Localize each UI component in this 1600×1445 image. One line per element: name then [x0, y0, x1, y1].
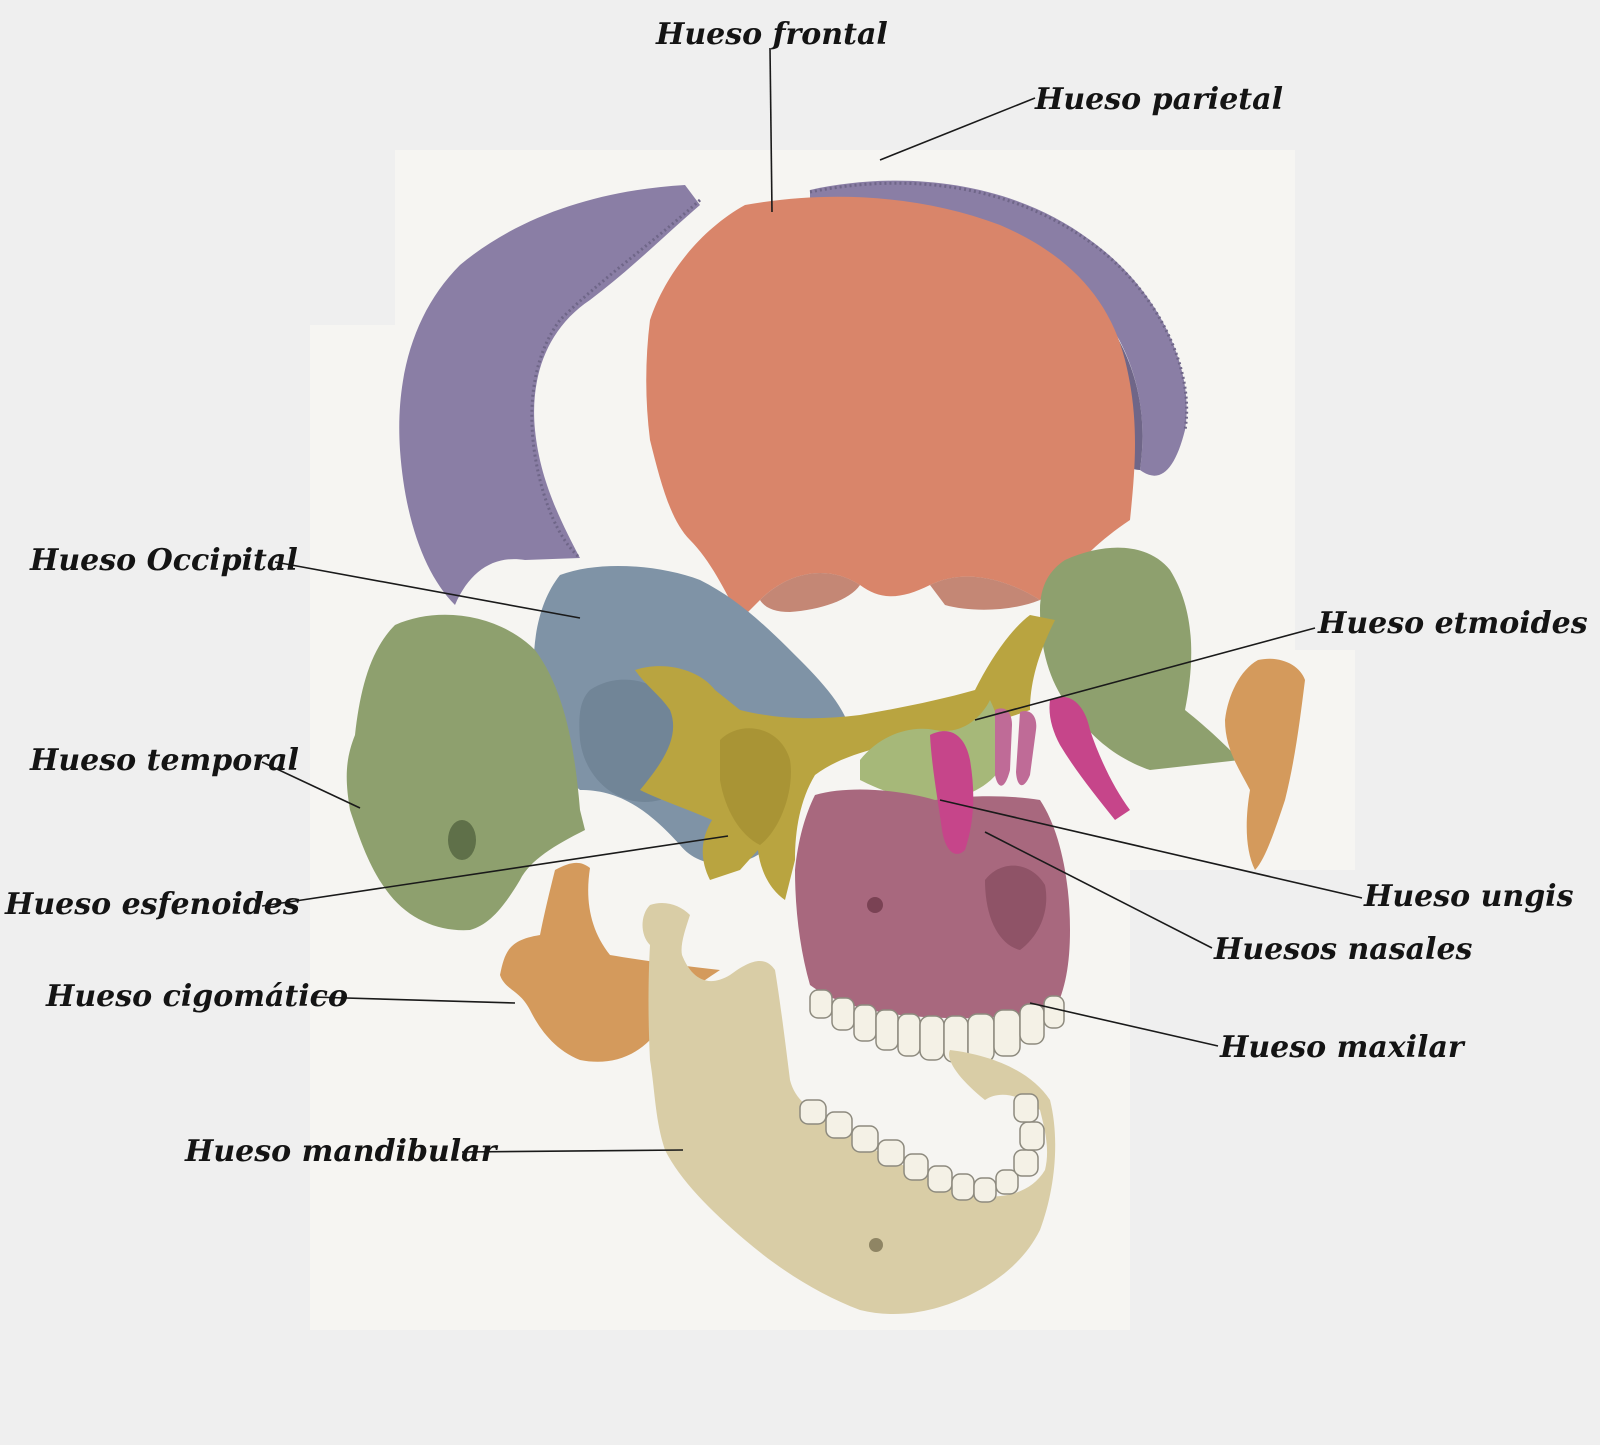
upper-tooth	[1019, 1003, 1045, 1045]
upper-tooth	[1043, 995, 1065, 1029]
lower-tooth	[877, 1139, 905, 1167]
upper-tooth	[919, 1015, 945, 1061]
label-hueso-occipital: Hueso Occipital	[29, 543, 298, 578]
leader-parietal	[879, 97, 1036, 161]
upper-teeth	[809, 989, 1065, 1063]
temporal-ear-canal	[448, 820, 476, 860]
frontal-body	[646, 196, 1135, 620]
maxilla-body	[795, 789, 1070, 1019]
label-hueso-ungis: Hueso ungis	[1363, 879, 1574, 914]
label-huesos-nasales: Huesos nasales	[1213, 932, 1473, 967]
lower-tooth	[903, 1153, 929, 1181]
sphenoid-wing	[720, 728, 791, 845]
frontal-orbit-left	[760, 573, 860, 612]
nasal-bones[interactable]	[995, 708, 1037, 786]
lower-teeth	[799, 1093, 1045, 1203]
label-hueso-temporal: Hueso temporal	[29, 743, 299, 778]
frontal-orbit-right	[930, 576, 1040, 610]
upper-tooth	[853, 1004, 877, 1042]
lacrimal-body	[930, 731, 974, 854]
lower-tooth	[825, 1111, 853, 1139]
mandible-bone[interactable]	[642, 903, 1056, 1315]
upper-tooth	[897, 1013, 921, 1057]
lower-tooth	[851, 1125, 879, 1153]
label-hueso-frontal: Hueso frontal	[655, 17, 888, 52]
leader-nasales	[984, 831, 1213, 949]
lower-tooth	[1013, 1149, 1039, 1177]
lower-tooth	[973, 1177, 997, 1203]
lower-tooth	[927, 1165, 953, 1193]
parietal-right	[810, 180, 1187, 476]
upper-tooth	[809, 989, 833, 1019]
leader-maxilar	[1029, 1002, 1219, 1047]
leader-esfenoides	[261, 835, 729, 907]
leader-temporal	[261, 761, 361, 809]
label-hueso-esfenoides: Hueso esfenoides	[4, 887, 300, 922]
lower-tooth	[951, 1173, 975, 1201]
parietal-left	[399, 185, 700, 605]
sphenoid-bone[interactable]	[635, 615, 1055, 900]
label-hueso-mandibular: Hueso mandibular	[184, 1134, 499, 1169]
lacrimal-right	[1049, 696, 1130, 820]
maxilla-foramen	[867, 897, 883, 913]
label-hueso-parietal: Hueso parietal	[1034, 82, 1283, 117]
nasal-right	[1016, 710, 1037, 786]
lower-tooth	[799, 1099, 827, 1125]
label-hueso-etmoides: Hueso etmoides	[1317, 606, 1588, 641]
parietal-left-suture	[530, 198, 702, 560]
lower-tooth	[995, 1169, 1019, 1195]
sphenoid-body	[635, 615, 1055, 900]
temporal-right	[1040, 547, 1240, 770]
upper-tooth	[993, 1009, 1021, 1057]
leader-etmoides	[974, 627, 1316, 721]
leader-cigomatico	[311, 996, 516, 1004]
temporal-left	[346, 614, 585, 931]
upper-tooth	[875, 1009, 899, 1051]
leader-frontal	[769, 47, 773, 213]
mandible-body	[642, 903, 1056, 1315]
maxilla-bone[interactable]	[795, 789, 1070, 1063]
leader-mandibular	[461, 1149, 684, 1153]
lower-tooth	[1013, 1093, 1039, 1123]
leader-ungis	[939, 799, 1363, 899]
labels: Hueso frontal Hueso parietal Hueso Occip…	[4, 17, 1588, 1169]
lacrimal-bone[interactable]	[930, 696, 1130, 854]
zygomatic-right	[1225, 658, 1305, 870]
frontal-bone[interactable]	[646, 196, 1135, 620]
leader-lines	[261, 47, 1363, 1153]
upper-tooth	[831, 997, 855, 1031]
temporal-bone[interactable]	[346, 547, 1240, 931]
label-hueso-maxilar: Hueso maxilar	[1219, 1030, 1466, 1065]
nasal-left	[995, 708, 1012, 786]
maxilla-nasal-cavity	[985, 865, 1047, 950]
leader-occipital	[274, 561, 581, 619]
lower-tooth	[1019, 1121, 1045, 1151]
label-hueso-cigomatico: Hueso cigomático	[45, 979, 348, 1014]
mental-foramen	[869, 1238, 883, 1252]
